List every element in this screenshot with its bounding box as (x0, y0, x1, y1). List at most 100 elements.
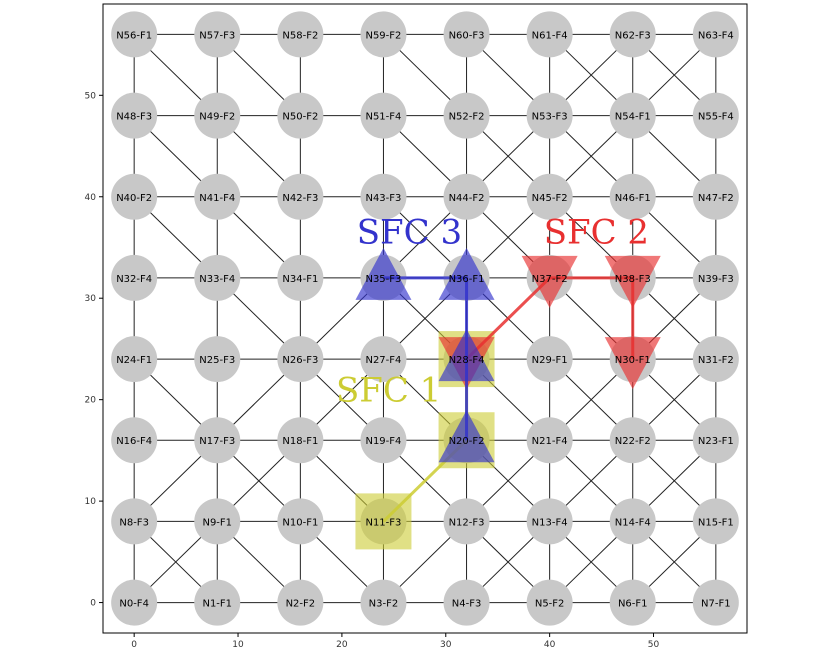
x-tick-label: 20 (336, 640, 348, 650)
node-circle (692, 579, 739, 626)
node-label: N27-F4 (365, 355, 401, 366)
node-label: N31-F2 (698, 355, 734, 366)
sfc-label: SFC 1 (336, 371, 441, 411)
node-label: N19-F4 (365, 436, 401, 447)
node-circle (194, 336, 241, 383)
node-label: N17-F3 (199, 436, 235, 447)
node-label: N26-F3 (282, 355, 318, 366)
node-circle (360, 417, 407, 464)
node-label: N39-F3 (698, 274, 734, 285)
node-label: N1-F1 (202, 599, 232, 610)
node-circle (360, 92, 407, 139)
node-label: N15-F1 (698, 517, 734, 528)
node-label: N49-F2 (199, 112, 235, 123)
node-circle (194, 254, 241, 301)
node-label: N6-F1 (618, 599, 648, 610)
node-circle (360, 11, 407, 58)
node-circle (443, 498, 490, 545)
node-label: N0-F4 (119, 599, 149, 610)
node-label: N11-F3 (365, 517, 401, 528)
node-label: N14-F4 (615, 517, 651, 528)
node-circle (526, 173, 573, 220)
sfc-triangle-down-marker (604, 255, 661, 308)
node-circle (443, 92, 490, 139)
sfc-triangle-down-marker (604, 337, 661, 390)
node-label: N20-F2 (449, 436, 485, 447)
node-label: N4-F3 (452, 599, 482, 610)
node-circle (111, 498, 158, 545)
node-label: N3-F2 (369, 599, 399, 610)
node-label: N7-F1 (701, 599, 731, 610)
node-circle (111, 417, 158, 464)
node-circle (111, 11, 158, 58)
node-label: N36-F1 (449, 274, 485, 285)
node-label: N24-F1 (116, 355, 152, 366)
node-label: N63-F4 (698, 30, 734, 41)
sfc-triangle-down-marker (521, 255, 578, 308)
node-circle (692, 173, 739, 220)
node-circle (609, 92, 656, 139)
node-circle (111, 336, 158, 383)
y-tick-label: 0 (90, 599, 96, 609)
node-circle (692, 417, 739, 464)
node-circle (360, 579, 407, 626)
sfc-triangle-up-marker (438, 410, 495, 463)
node-label: N34-F1 (282, 274, 318, 285)
node-label: N43-F3 (365, 193, 401, 204)
node-label: N41-F4 (199, 193, 235, 204)
node-circle (443, 173, 490, 220)
node-label: N9-F1 (202, 517, 232, 528)
node-circle (692, 336, 739, 383)
node-circle (526, 92, 573, 139)
node-circle (194, 498, 241, 545)
node-label: N28-F4 (449, 355, 485, 366)
node-circle (111, 173, 158, 220)
x-tick-label: 50 (648, 640, 660, 650)
node-label: N50-F2 (282, 112, 318, 123)
node-circle (277, 417, 324, 464)
node-circle (609, 11, 656, 58)
sfc-label: SFC 3 (357, 212, 462, 252)
y-tick-label: 50 (85, 91, 97, 101)
node-label: N59-F2 (365, 30, 401, 41)
node-circle (277, 92, 324, 139)
node-label: N23-F1 (698, 436, 734, 447)
x-tick-label: 0 (131, 640, 137, 650)
node-circle (194, 173, 241, 220)
y-tick-label: 20 (85, 396, 97, 406)
sfc-square-marker (355, 493, 412, 550)
node-circle (277, 336, 324, 383)
node-circle (609, 579, 656, 626)
node-label: N30-F1 (615, 355, 651, 366)
node-circle (692, 92, 739, 139)
node-label: N54-F1 (615, 112, 651, 123)
node-label: N33-F4 (199, 274, 235, 285)
node-label: N22-F2 (615, 436, 651, 447)
node-label: N12-F3 (449, 517, 485, 528)
node-circle (692, 11, 739, 58)
node-label: N57-F3 (199, 30, 235, 41)
node-label: N56-F1 (116, 30, 152, 41)
node-label: N8-F3 (119, 517, 149, 528)
node-circle (443, 11, 490, 58)
sfc-layer (355, 247, 661, 550)
node-label: N38-F3 (615, 274, 651, 285)
node-circle (194, 11, 241, 58)
node-circle (277, 173, 324, 220)
node-label: N45-F2 (532, 193, 568, 204)
y-tick-label: 10 (85, 497, 97, 507)
node-circle (277, 254, 324, 301)
node-circle (360, 336, 407, 383)
node-circle (277, 498, 324, 545)
node-label: N13-F4 (532, 517, 568, 528)
node-label: N46-F1 (615, 193, 651, 204)
sfc-triangle-up-marker (438, 247, 495, 300)
node-label: N44-F2 (449, 193, 485, 204)
node-circle (111, 254, 158, 301)
node-circle (526, 498, 573, 545)
sfc-triangle-up-marker (438, 329, 495, 382)
node-label: N61-F4 (532, 30, 568, 41)
